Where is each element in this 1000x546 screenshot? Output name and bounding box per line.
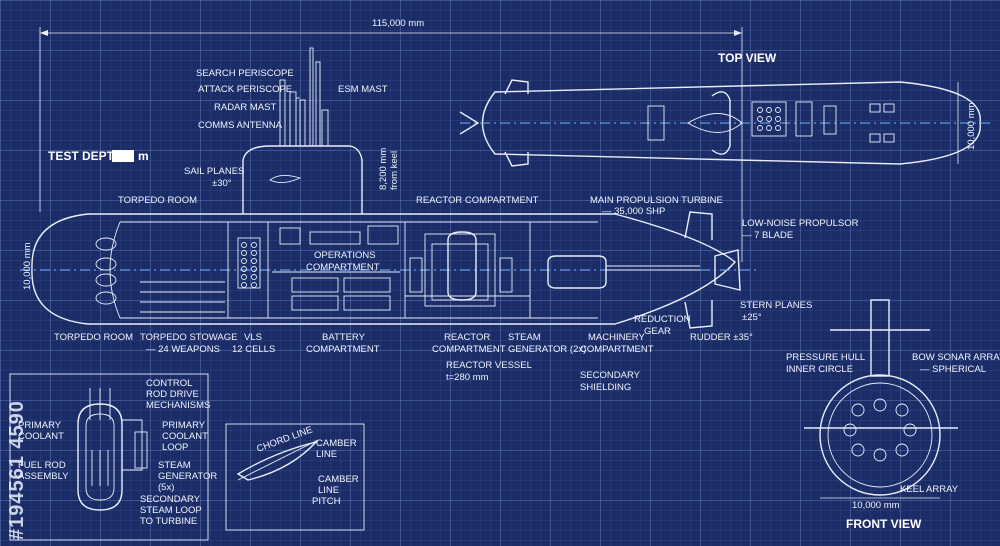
- svg-text:OPERATIONS: OPERATIONS: [314, 250, 376, 261]
- svg-text:GENERATOR (2x): GENERATOR (2x): [508, 344, 586, 355]
- svg-text:COMPARTMENT: COMPARTMENT: [306, 344, 380, 355]
- side-view-hull: [20, 47, 760, 329]
- svg-text:8,200 mm: 8,200 mm: [378, 148, 389, 190]
- svg-text:LOOP: LOOP: [162, 442, 188, 453]
- svg-text:COMPARTMENT: COMPARTMENT: [306, 262, 380, 273]
- reactor-inset: [9, 373, 209, 541]
- svg-text:PRIMARY: PRIMARY: [18, 420, 62, 431]
- svg-text:PRESSURE HULL: PRESSURE HULL: [786, 352, 865, 363]
- svg-text:COOLANT: COOLANT: [162, 431, 208, 442]
- top-view-title: TOP VIEW: [718, 51, 777, 65]
- svg-text:12 CELLS: 12 CELLS: [232, 344, 275, 355]
- svg-text:ESM MAST: ESM MAST: [338, 84, 388, 95]
- svg-text:SAIL PLANES: SAIL PLANES: [184, 166, 244, 177]
- svg-text:ROD DRIVE: ROD DRIVE: [146, 389, 199, 400]
- svg-text:INNER CIRCLE: INNER CIRCLE: [786, 364, 853, 375]
- svg-text:SHIELDING: SHIELDING: [580, 382, 631, 393]
- svg-text:TORPEDO ROOM: TORPEDO ROOM: [54, 332, 133, 343]
- svg-text:LINE: LINE: [316, 449, 337, 460]
- svg-text:MAIN PROPULSION TURBINE: MAIN PROPULSION TURBINE: [590, 195, 723, 206]
- view-titles: TOP VIEW 10,000 mm FRONT VIEW 10,000 mm: [718, 51, 977, 531]
- top-view-hull: [459, 79, 990, 167]
- svg-text:CAMBER: CAMBER: [316, 438, 357, 449]
- svg-text:BOW SONAR ARRAY: BOW SONAR ARRAY: [912, 352, 1000, 363]
- test-depth-label: TEST DEPTH: [48, 149, 123, 163]
- svg-text:COMMS ANTENNA: COMMS ANTENNA: [198, 120, 283, 131]
- svg-text:ASSEMBLY: ASSEMBLY: [18, 471, 69, 482]
- svg-text:PITCH: PITCH: [312, 496, 341, 507]
- svg-text:BATTERY: BATTERY: [322, 332, 366, 343]
- svg-text:SECONDARY: SECONDARY: [140, 494, 201, 505]
- svg-text:CAMBER: CAMBER: [318, 474, 359, 485]
- svg-text:CONTROL: CONTROL: [146, 378, 192, 389]
- svg-text:SEARCH PERISCOPE: SEARCH PERISCOPE: [196, 68, 294, 79]
- svg-text:from keel: from keel: [389, 151, 400, 190]
- svg-text:TORPEDO STOWAGE: TORPEDO STOWAGE: [140, 332, 237, 343]
- blade-inset-labels: CHORD LINE CAMBER LINE CAMBER LINE PITCH: [255, 424, 359, 507]
- svg-text:VLS: VLS: [244, 332, 262, 343]
- overall-length-dimension: 115,000 mm: [39, 18, 743, 262]
- test-depth-redaction: [112, 150, 134, 162]
- svg-text:STEAM: STEAM: [158, 460, 191, 471]
- svg-text:CHORD LINE: CHORD LINE: [255, 424, 314, 454]
- svg-text:±30°: ±30°: [212, 178, 232, 189]
- svg-text:REACTOR: REACTOR: [444, 332, 490, 343]
- svg-text:LOW-NOISE PROPULSOR: LOW-NOISE PROPULSOR: [742, 218, 859, 229]
- svg-text:KEEL ARRAY: KEEL ARRAY: [900, 484, 959, 495]
- svg-text:RUDDER ±35°: RUDDER ±35°: [690, 332, 753, 343]
- svg-text:COOLANT: COOLANT: [18, 431, 64, 442]
- front-view-hull: [804, 299, 958, 499]
- svg-text:t=280 mm: t=280 mm: [446, 372, 489, 383]
- svg-text:STERN PLANES: STERN PLANES: [740, 300, 812, 311]
- svg-text:— 35,000 SHP: — 35,000 SHP: [602, 206, 665, 217]
- svg-text:REACTOR COMPARTMENT: REACTOR COMPARTMENT: [416, 195, 539, 206]
- svg-text:TO TURBINE: TO TURBINE: [140, 516, 197, 527]
- svg-text:PRIMARY: PRIMARY: [162, 420, 206, 431]
- svg-text:— 24 WEAPONS: — 24 WEAPONS: [146, 344, 220, 355]
- stock-id-watermark: #194561 4590: [6, 400, 28, 540]
- svg-text:TORPEDO ROOM: TORPEDO ROOM: [118, 195, 197, 206]
- svg-text:— 7 BLADE: — 7 BLADE: [742, 230, 793, 241]
- svg-text:RADAR MAST: RADAR MAST: [214, 102, 276, 113]
- svg-text:(5x): (5x): [158, 482, 174, 493]
- svg-text:±25°: ±25°: [742, 312, 762, 323]
- blade-inset: [225, 423, 365, 531]
- side-view-labels: TEST DEPTH m SEARCH PERISCOPE ATTACK PER…: [22, 68, 859, 393]
- svg-text:10,000 mm: 10,000 mm: [852, 500, 900, 511]
- front-view-labels: PRESSURE HULL INNER CIRCLE BOW SONAR ARR…: [786, 352, 1000, 495]
- svg-text:COMPARTMENT: COMPARTMENT: [432, 344, 506, 355]
- front-view-title: FRONT VIEW: [846, 517, 922, 531]
- svg-text:10,000 mm: 10,000 mm: [22, 242, 33, 290]
- svg-text:GEAR: GEAR: [644, 326, 671, 337]
- svg-text:REACTOR VESSEL: REACTOR VESSEL: [446, 360, 532, 371]
- svg-text:— SPHERICAL: — SPHERICAL: [920, 364, 986, 375]
- svg-text:ATTACK PERISCOPE: ATTACK PERISCOPE: [198, 84, 292, 95]
- reactor-inset-labels: CONTROL ROD DRIVE MECHANISMS PRIMARY COO…: [18, 378, 217, 527]
- svg-text:FUEL ROD: FUEL ROD: [18, 460, 66, 471]
- svg-text:LINE: LINE: [318, 485, 339, 496]
- overall-length-text: 115,000 mm: [372, 18, 424, 29]
- svg-text:m: m: [138, 149, 149, 163]
- svg-text:SECONDARY: SECONDARY: [580, 370, 641, 381]
- svg-text:STEAM: STEAM: [508, 332, 541, 343]
- svg-text:10,000 mm: 10,000 mm: [966, 102, 977, 150]
- svg-text:REDUCTION: REDUCTION: [634, 314, 691, 325]
- svg-text:GENERATOR: GENERATOR: [158, 471, 217, 482]
- svg-text:MECHANISMS: MECHANISMS: [146, 400, 210, 411]
- svg-text:STEAM LOOP: STEAM LOOP: [140, 505, 202, 516]
- svg-text:MACHINERY: MACHINERY: [588, 332, 645, 343]
- svg-text:COMPARTMENT: COMPARTMENT: [580, 344, 654, 355]
